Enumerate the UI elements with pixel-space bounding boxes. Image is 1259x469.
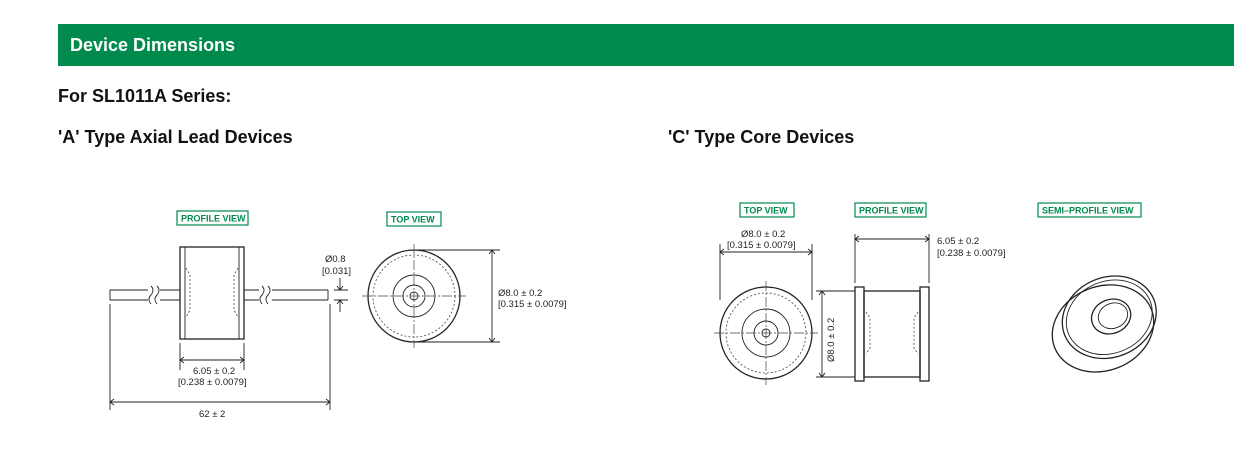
c-type-profile-view: PROFILE VIEW 6.05 ± 0.2 [0.238 ± 0.0079]… (816, 202, 1006, 382)
a-length-in: [0.238 ± 0.0079] (178, 377, 247, 388)
a-profile-label: PROFILE VIEW (181, 214, 246, 224)
a-top-label-box (386, 211, 442, 227)
c-profile-label-box (854, 202, 927, 218)
series-heading: For SL1011A Series: (58, 86, 232, 106)
c-profile-label: PROFILE VIEW (859, 206, 924, 216)
a-body-dia-mm: Ø8.0 ± 0.2 (498, 288, 542, 299)
c-type-semi-profile-view: SEMI–PROFILE VIEW (1037, 202, 1157, 373)
a-lead-dia-in: [0.031] (322, 266, 351, 277)
c-top-label-box (739, 202, 795, 218)
c-type-top-view: TOP VIEW Ø8.0 ± 0.2 [0.315 ± 0.0079] (714, 202, 818, 385)
type-c-heading: 'C' Type Core Devices (668, 127, 855, 147)
section-header-bar: Device Dimensions (58, 24, 1234, 66)
c-dia-mm: Ø8.0 ± 0.2 (741, 229, 785, 240)
c-side-dia: Ø8.0 ± 0.2 (826, 318, 837, 362)
a-top-label: TOP VIEW (391, 215, 435, 225)
c-semi-label: SEMI–PROFILE VIEW (1042, 206, 1134, 216)
c-dia-in: [0.315 ± 0.0079] (727, 240, 796, 251)
a-body-dia-in: [0.315 ± 0.0079] (498, 299, 567, 310)
a-type-top-view: TOP VIEW Ø8.0 ± 0.2 [0.315 ± 0.0079] (362, 211, 567, 348)
a-type-profile-view: PROFILE VIEW Ø0.8 [0.031] 6.05 ± 0.2 [0.… (109, 210, 351, 420)
c-length-in: [0.238 ± 0.0079] (937, 248, 1006, 259)
a-overall-length: 62 ± 2 (199, 409, 225, 420)
c-length-mm: 6.05 ± 0.2 (937, 236, 979, 247)
a-profile-label-box (176, 210, 249, 226)
a-lead-dia-mm: Ø0.8 (325, 254, 346, 265)
c-semi-label-box (1037, 202, 1142, 218)
section-title: Device Dimensions (70, 35, 236, 55)
a-length-mm: 6.05 ± 0.2 (193, 366, 235, 377)
type-a-heading: 'A' Type Axial Lead Devices (58, 127, 293, 147)
c-top-label: TOP VIEW (744, 206, 788, 216)
